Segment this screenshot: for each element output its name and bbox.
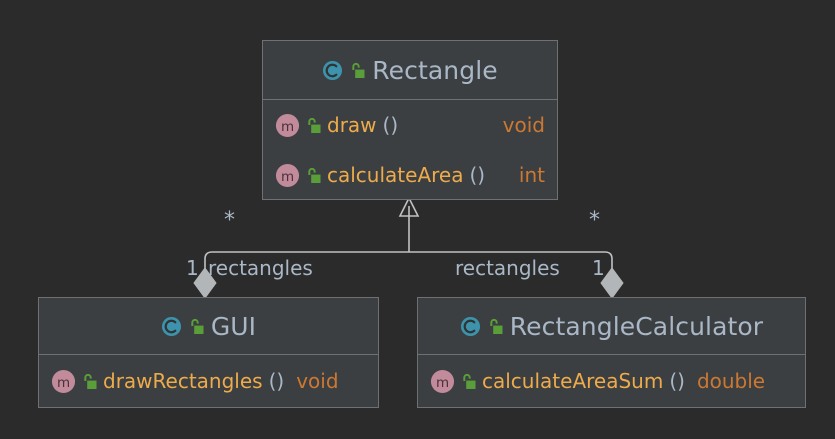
class-icon bbox=[161, 316, 181, 336]
class-name-gui: GUI bbox=[210, 311, 257, 341]
member-parens: () bbox=[469, 163, 486, 187]
unlocked-padlock-icon bbox=[84, 373, 97, 389]
member-return-type: double bbox=[696, 369, 766, 393]
class-members-rectangle: m draw () void m bbox=[263, 100, 557, 200]
class-box-rectangle[interactable]: Rectangle m draw () void bbox=[262, 40, 558, 200]
member-name: calculateArea bbox=[327, 163, 464, 187]
role-label-calculator-edge: rectangles bbox=[455, 256, 560, 280]
svg-text:m: m bbox=[281, 169, 294, 184]
class-header-rectangle: Rectangle bbox=[263, 41, 557, 100]
class-header-rectangle-calculator: RectangleCalculator bbox=[418, 298, 805, 355]
class-box-rectangle-calculator[interactable]: RectangleCalculator m calculateAreaSum (… bbox=[417, 297, 806, 408]
member-return-type: void bbox=[296, 369, 339, 393]
class-icon bbox=[323, 60, 343, 80]
class-members-rectangle-calculator: m calculateAreaSum () double bbox=[418, 355, 805, 407]
member-row[interactable]: m calculateArea () int bbox=[263, 150, 557, 200]
svg-text:m: m bbox=[436, 375, 449, 390]
class-name-rectangle-calculator: RectangleCalculator bbox=[509, 311, 764, 341]
method-icon: m bbox=[51, 369, 76, 393]
member-return-type: void bbox=[502, 113, 545, 137]
multiplicity-target-calculator-edge: * bbox=[589, 208, 600, 233]
member-row[interactable]: m calculateAreaSum () double bbox=[418, 355, 805, 407]
member-name: draw bbox=[327, 113, 377, 137]
svg-text:m: m bbox=[281, 119, 294, 134]
role-label-gui-edge: rectangles bbox=[208, 256, 313, 280]
unlocked-padlock-icon bbox=[490, 318, 503, 334]
unlocked-padlock-icon bbox=[463, 373, 476, 389]
member-name: calculateAreaSum bbox=[482, 369, 664, 393]
class-name-rectangle: Rectangle bbox=[372, 55, 498, 85]
member-row[interactable]: m draw () void bbox=[263, 100, 557, 150]
unlocked-padlock-icon bbox=[352, 62, 365, 78]
unlocked-padlock-icon bbox=[308, 167, 321, 183]
class-members-gui: m drawRectangles () void bbox=[39, 355, 378, 407]
unlocked-padlock-icon bbox=[191, 318, 204, 334]
multiplicity-source-gui-edge: 1 bbox=[186, 256, 199, 280]
multiplicity-target-gui-edge: * bbox=[224, 208, 235, 233]
method-icon: m bbox=[275, 163, 300, 187]
member-parens: () bbox=[268, 369, 285, 393]
multiplicity-source-calculator-edge: 1 bbox=[592, 256, 605, 280]
member-parens: () bbox=[669, 369, 685, 393]
method-icon: m bbox=[275, 113, 300, 137]
method-icon: m bbox=[430, 369, 455, 393]
member-parens: () bbox=[382, 113, 399, 137]
class-icon bbox=[460, 316, 480, 336]
class-header-gui: GUI bbox=[39, 298, 378, 355]
unlocked-padlock-icon bbox=[308, 117, 321, 133]
svg-text:m: m bbox=[57, 375, 70, 390]
class-box-gui[interactable]: GUI m drawRectangles () void bbox=[38, 297, 379, 408]
connector-arrowhead-rectangle bbox=[398, 196, 420, 252]
member-return-type: int bbox=[518, 163, 545, 187]
member-name: drawRectangles bbox=[103, 369, 263, 393]
member-row[interactable]: m drawRectangles () void bbox=[39, 355, 378, 407]
